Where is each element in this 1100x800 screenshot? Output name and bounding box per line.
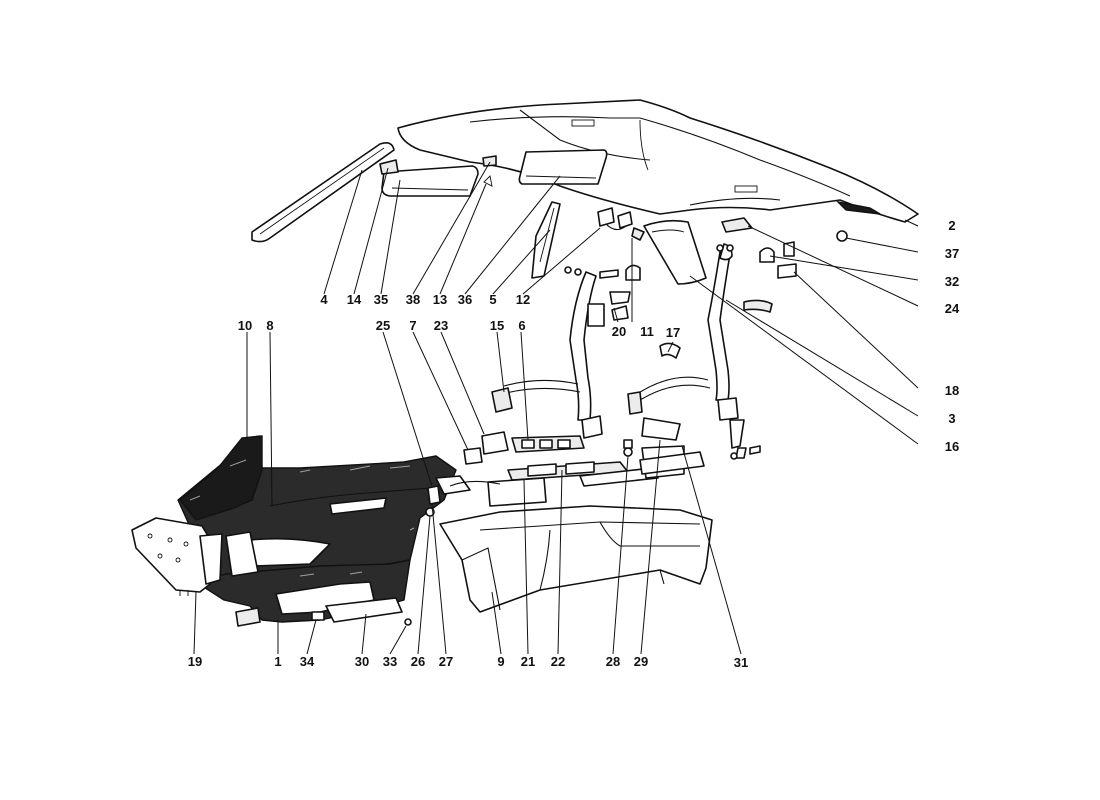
floor-carpet-assembly[interactable] [177, 435, 471, 623]
callout-5: 5 [489, 292, 496, 307]
callout-9: 9 [497, 654, 504, 669]
badge-34[interactable] [311, 611, 325, 621]
sun-visor-right[interactable] [518, 149, 608, 185]
sun-visor-left[interactable] [379, 155, 497, 197]
cover-32[interactable] [759, 247, 775, 263]
roof-headliner[interactable] [397, 99, 919, 223]
cover-18b[interactable] [743, 299, 773, 313]
callout-2: 2 [948, 218, 955, 233]
screw-33[interactable] [404, 618, 412, 626]
callout-22: 22 [551, 654, 565, 669]
callout-31: 31 [734, 655, 748, 670]
screw-28[interactable] [623, 439, 633, 449]
callout-27: 27 [439, 654, 453, 669]
callout-20: 20 [612, 324, 626, 339]
callout-11: 11 [640, 324, 654, 339]
callout-10: 10 [238, 318, 252, 333]
a-pillar-trim[interactable] [251, 142, 395, 243]
callout-32: 32 [945, 274, 959, 289]
rear-bulkhead-panel[interactable] [131, 517, 223, 596]
callout-38: 38 [406, 292, 420, 307]
callout-4: 4 [320, 292, 328, 307]
callout-8: 8 [266, 318, 273, 333]
fixing-18[interactable] [777, 263, 797, 279]
callout-19: 19 [188, 654, 202, 669]
callout-24: 24 [945, 301, 960, 316]
callout-37: 37 [945, 246, 959, 261]
callout-18: 18 [945, 383, 959, 398]
centre-tunnel[interactable] [439, 505, 713, 613]
washer-28[interactable] [623, 447, 633, 457]
callout-3: 3 [948, 411, 955, 426]
callout-15: 15 [490, 318, 504, 333]
courtesy-light-24[interactable] [721, 217, 753, 233]
b-pillar-trim[interactable] [531, 201, 561, 279]
seat-belt-right[interactable] [627, 241, 795, 460]
callout-35: 35 [374, 292, 388, 307]
cover-17 [659, 342, 681, 359]
callout-29: 29 [634, 654, 648, 669]
callout-13: 13 [433, 292, 447, 307]
callout-7: 7 [409, 318, 416, 333]
bracket-25[interactable] [427, 485, 441, 505]
callout-34: 34 [300, 654, 315, 669]
callout-16: 16 [945, 439, 959, 454]
callout-14: 14 [347, 292, 362, 307]
callout-1: 1 [274, 654, 281, 669]
callout-labels: 2 37 32 24 18 3 16 4 14 35 38 13 36 5 12… [188, 218, 960, 670]
console-trays[interactable] [449, 417, 705, 507]
grab-handle[interactable] [597, 207, 645, 241]
plug-37[interactable] [836, 230, 848, 242]
visor-clip-left [379, 159, 399, 175]
callout-28: 28 [606, 654, 620, 669]
screw-13 [483, 175, 493, 187]
callout-33: 33 [383, 654, 397, 669]
callout-12: 12 [516, 292, 530, 307]
callout-23: 23 [434, 318, 448, 333]
callout-6: 6 [518, 318, 525, 333]
callout-26: 26 [411, 654, 425, 669]
seat-belt-left[interactable] [491, 264, 641, 439]
callout-30: 30 [355, 654, 369, 669]
callout-36: 36 [458, 292, 472, 307]
callout-25: 25 [376, 318, 390, 333]
leader-lines [193, 161, 919, 655]
c-pillar-trim[interactable] [643, 219, 707, 285]
floor-mat-30[interactable] [325, 597, 403, 623]
visor-hinge-left [482, 155, 497, 167]
clip-1[interactable] [235, 607, 261, 627]
callout-21: 21 [521, 654, 535, 669]
callout-17: 17 [666, 325, 680, 340]
